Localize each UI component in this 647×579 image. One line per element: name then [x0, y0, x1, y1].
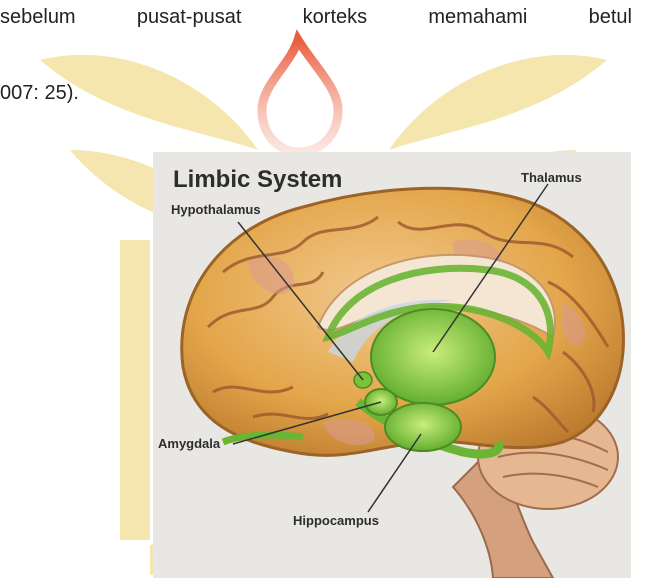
word: sebelum — [0, 6, 76, 29]
hippocampus-region — [385, 403, 461, 451]
paragraph-line-1: sebelum pusat-pusat korteks memahami bet… — [0, 6, 632, 29]
label-amygdala: Amygdala — [158, 436, 221, 451]
word: memahami — [428, 6, 527, 29]
paragraph-line-2: 007: 25). — [0, 82, 79, 105]
word: korteks — [303, 6, 367, 29]
label-hippocampus: Hippocampus — [293, 513, 379, 528]
figure-title: Limbic System — [173, 166, 342, 193]
label-thalamus: Thalamus — [521, 170, 582, 185]
flame-icon — [262, 40, 338, 152]
word: betul — [589, 6, 632, 29]
word: pusat-pusat — [137, 6, 242, 29]
limbic-system-figure: Limbic System Thalamus Hypothalamus Amyg… — [153, 152, 631, 578]
label-hypothalamus: Hypothalamus — [171, 202, 261, 217]
